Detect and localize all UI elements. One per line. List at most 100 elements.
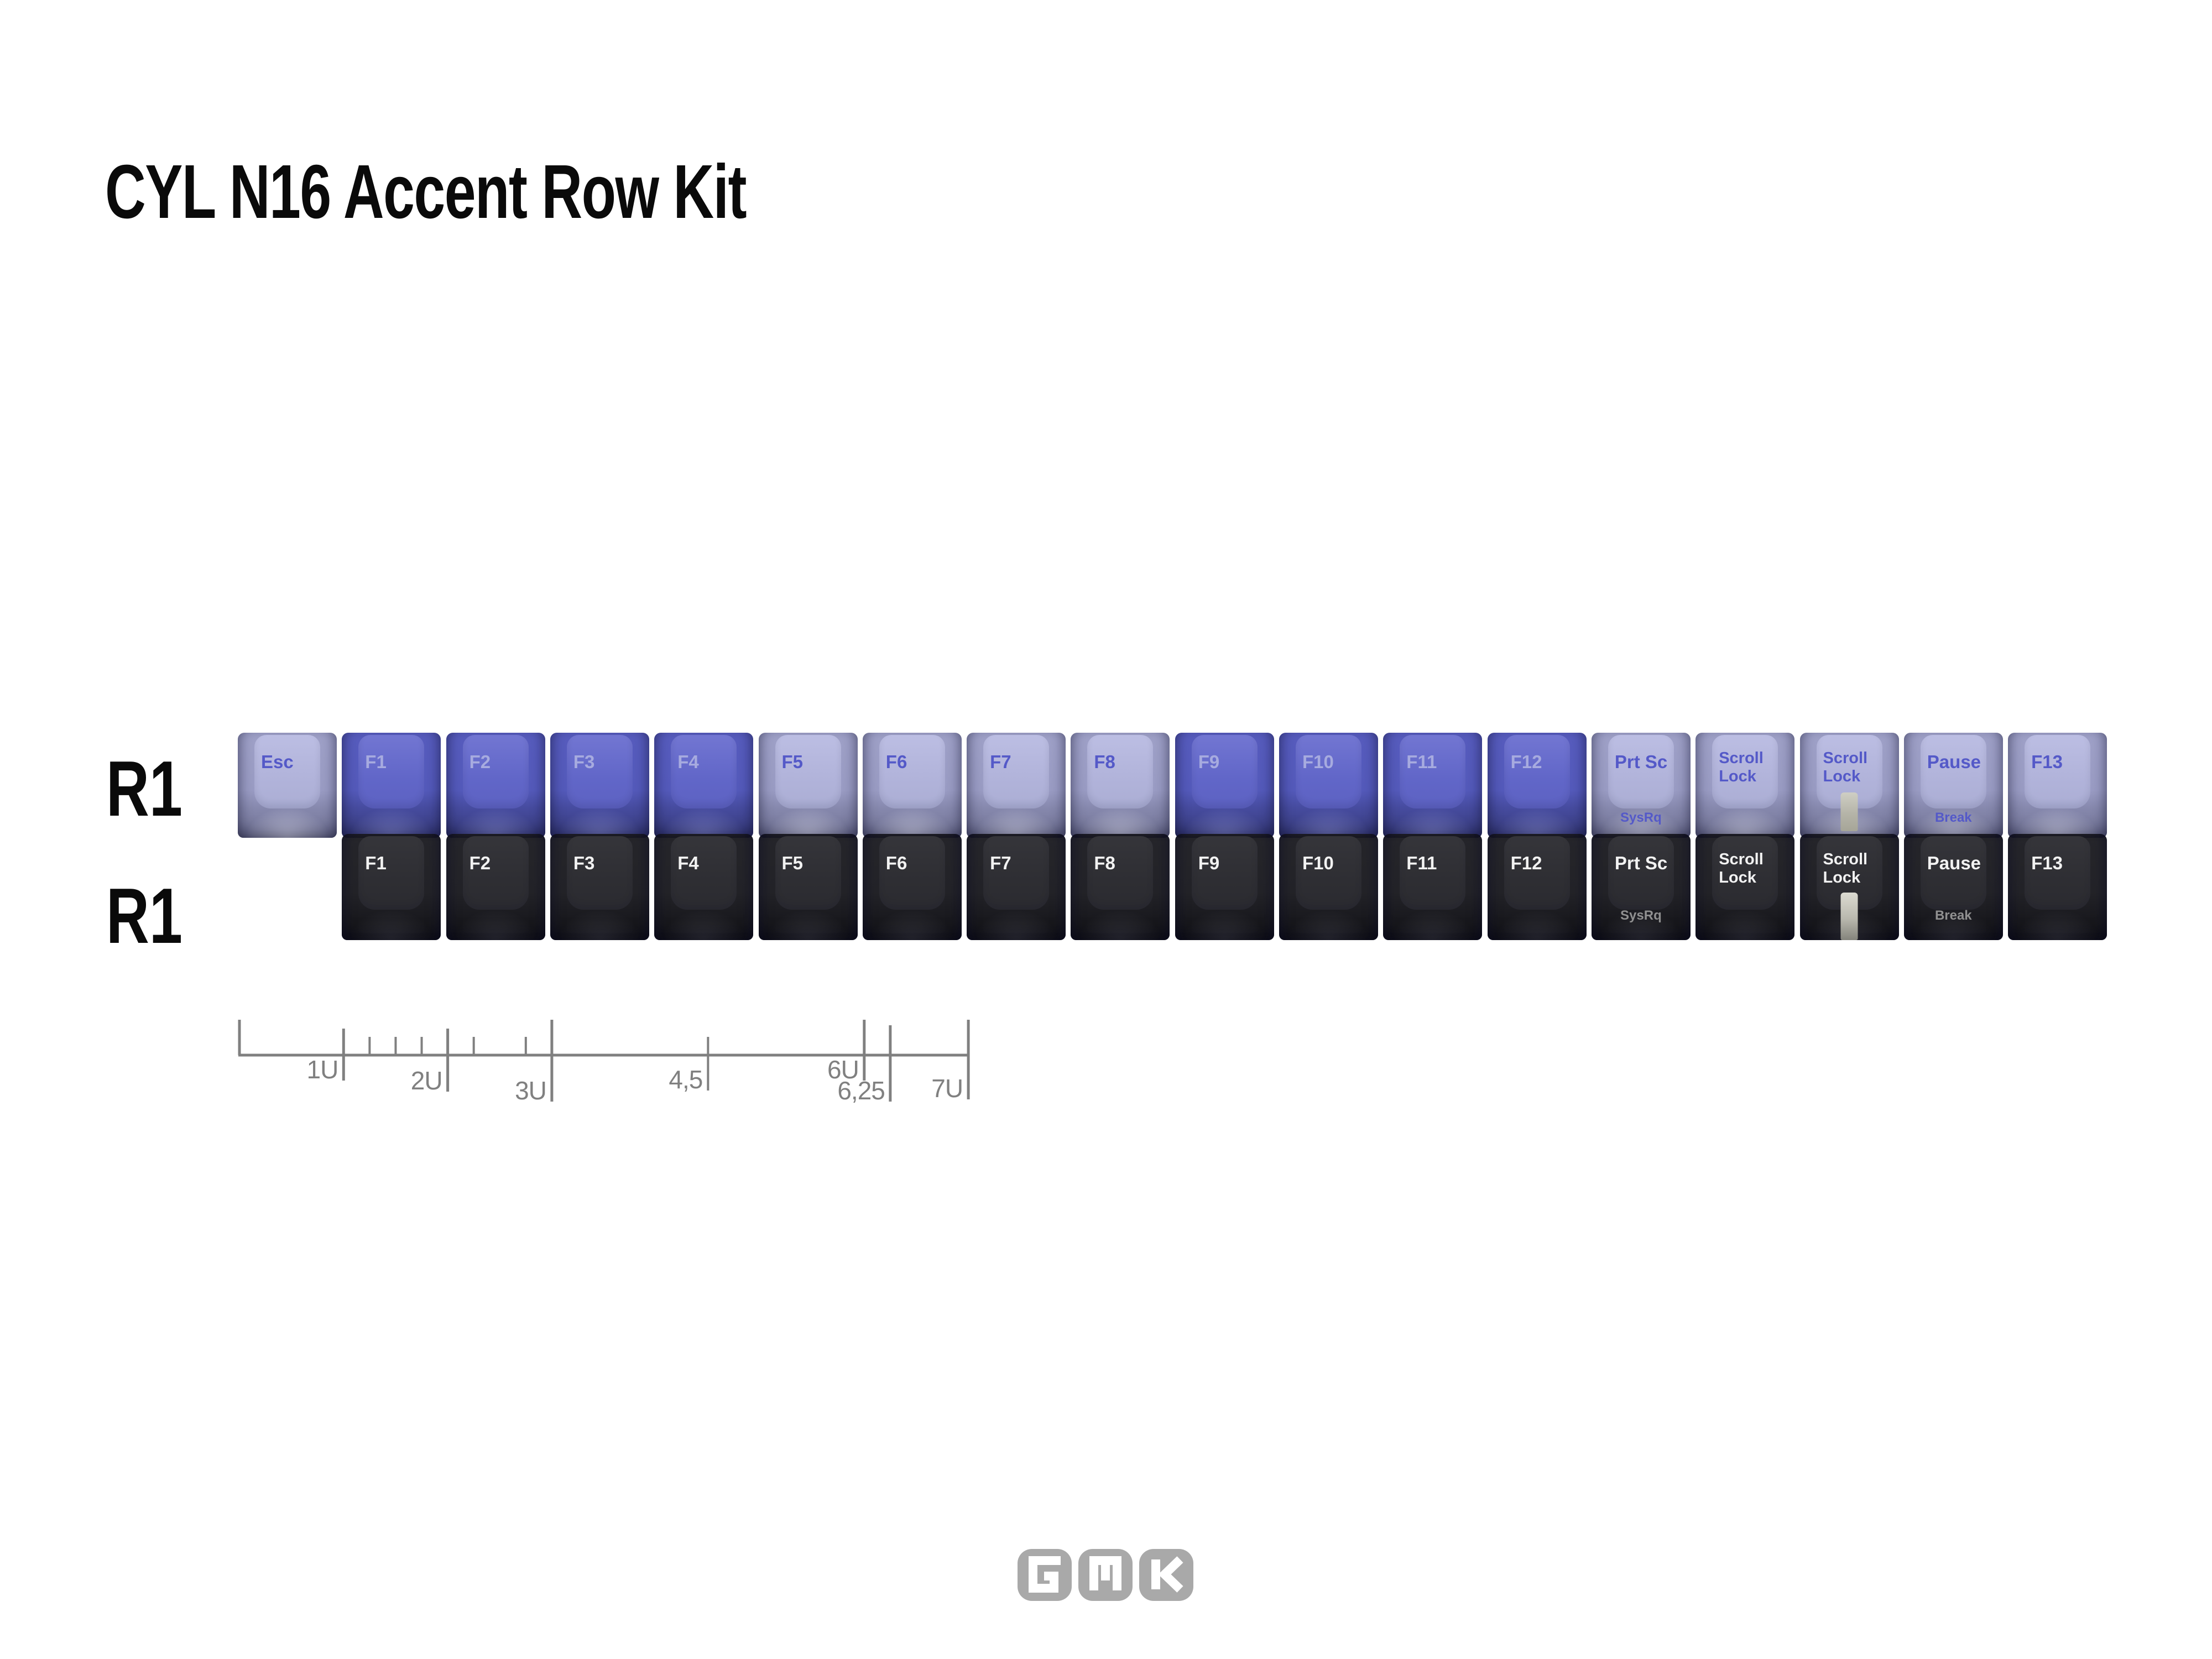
keycap-row2-f7: F7	[967, 834, 1066, 940]
row-label-1: R1	[106, 745, 182, 833]
keycap-row2-f9: F9	[1175, 834, 1274, 940]
keycap-row2-f13: F13	[2008, 834, 2107, 940]
keycap-top-face	[462, 735, 529, 808]
keycap-top-face	[983, 836, 1050, 910]
keycap-legend: F13	[2031, 752, 2063, 772]
keycap-legend: F10	[1302, 752, 1334, 772]
ruler-label-1U: 1U	[306, 1055, 338, 1084]
keycap-top-face	[879, 836, 945, 910]
ruler-label-4_5: 4,5	[669, 1065, 702, 1094]
keycap-legend: F12	[1510, 853, 1542, 873]
keycap-top-face	[1087, 836, 1154, 910]
keycap-legend: F12	[1510, 752, 1542, 772]
keycap-legend: F5	[781, 752, 804, 772]
keycap-legend: F13	[2031, 853, 2063, 873]
keycap-top-face	[1191, 735, 1258, 808]
ruler-label-6U: 6U	[827, 1055, 859, 1084]
keycap-top-face	[983, 735, 1050, 808]
keycap-legend: Esc	[261, 752, 294, 772]
keycap-legend: F11	[1406, 853, 1437, 873]
keycap-row2-f12: F12	[1487, 834, 1587, 940]
keycap-top-face	[1712, 735, 1778, 808]
keycap-legend: F8	[1094, 853, 1115, 873]
keycap-row1-f1: F1	[342, 733, 441, 838]
keycap-top-face	[1920, 735, 1986, 808]
keycap-top-face	[671, 735, 737, 808]
keycap-top-face	[671, 836, 737, 910]
keycap-legend: F5	[781, 853, 804, 873]
keycap-top-face	[775, 836, 841, 910]
keycap-legend: Pause	[1927, 853, 1981, 873]
keycap-row1-esc: Esc	[238, 733, 337, 838]
keycap-row2-f4: F4	[654, 834, 754, 940]
keycap-top-face	[2025, 836, 2091, 910]
keycap-row2-f2: F2	[446, 834, 545, 940]
keycap-top-face	[566, 735, 633, 808]
keycap-top-face	[254, 735, 320, 808]
keycap-row1-f11: F11	[1383, 733, 1483, 838]
keycap-row2-f11: F11	[1383, 834, 1483, 940]
keycap-legend: Pause	[1927, 752, 1981, 772]
page-title: CYL N16 Accent Row Kit	[105, 149, 747, 234]
keycap-top-face	[1296, 735, 1361, 808]
led-window-indicator	[1840, 792, 1858, 831]
keycap-legend: F8	[1094, 752, 1115, 772]
keycap-row1-f8: F8	[1071, 733, 1170, 838]
ruler-label-7U: 7U	[931, 1074, 963, 1103]
gmk-logo-letter-m	[1078, 1549, 1133, 1601]
keycap-row1-f10: F10	[1279, 733, 1378, 838]
keycap-top-face	[1504, 836, 1570, 910]
keycap-legend: F11	[1406, 752, 1437, 772]
keycap-row1-f5: F5	[758, 733, 858, 838]
keycap-front-sub-legend: Break	[1934, 908, 1972, 923]
keycap-front-sub-legend: SysRq	[1620, 908, 1662, 923]
led-window-indicator	[1840, 893, 1858, 940]
keycap-row2-f3: F3	[550, 834, 649, 940]
ruler-label-6_25: 6,25	[837, 1076, 885, 1105]
keycap-top-face	[1400, 836, 1466, 910]
keycap-top-face	[1608, 735, 1674, 808]
keycap-top-face	[1920, 836, 1986, 910]
keycap-legend: F6	[885, 853, 907, 873]
keycap-row1-f3: F3	[550, 733, 649, 838]
keycap-row1-f4: F4	[654, 733, 754, 838]
keycap-legend: F1	[365, 853, 387, 873]
keycap-legend: F7	[990, 752, 1011, 772]
keycap-top-face	[358, 836, 425, 910]
keycap-top-face	[566, 836, 633, 910]
keycap-row2-f6: F6	[862, 834, 962, 940]
keycap-legend: F2	[469, 752, 491, 772]
keycap-top-face	[358, 735, 425, 808]
keycap-row1-f9: F9	[1175, 733, 1274, 838]
keycap-row1-f7: F7	[967, 733, 1066, 838]
keycap-top-face	[1191, 836, 1258, 910]
gmk-logo-letter-g	[1018, 1549, 1072, 1601]
keycap-row2-f1: F1	[342, 834, 441, 940]
keycap-legend: F2	[469, 853, 491, 873]
keycap-top-face	[1087, 735, 1154, 808]
keycap-legend: F6	[885, 752, 907, 772]
keycap-front-sub-legend: Break	[1934, 810, 1972, 825]
keycap-row2-f5: F5	[758, 834, 858, 940]
keycap-legend: F9	[1198, 752, 1220, 772]
keycap-legend: F1	[365, 752, 387, 772]
row-label-2: R1	[106, 872, 182, 960]
keycap-row1-f2: F2	[446, 733, 545, 838]
keycap-top-face	[2025, 735, 2091, 808]
keycap-top-face	[462, 836, 529, 910]
keycap-legend: F7	[990, 853, 1011, 873]
keycap-top-face	[879, 735, 945, 808]
keycap-top-face	[1504, 735, 1570, 808]
keycap-row2-f8: F8	[1071, 834, 1170, 940]
keycap-top-face	[1296, 836, 1361, 910]
